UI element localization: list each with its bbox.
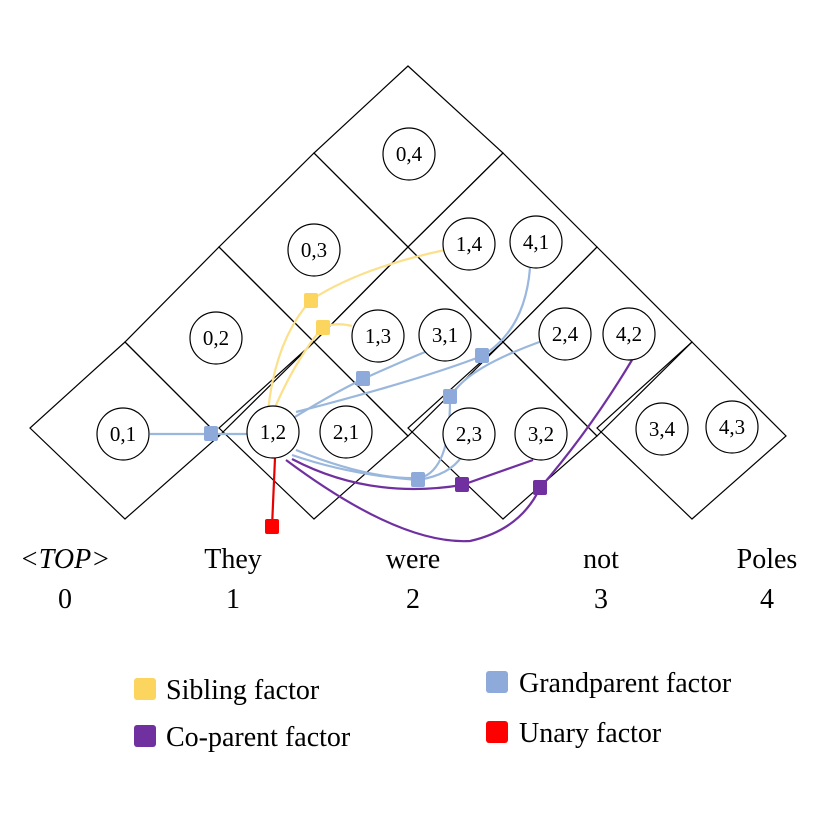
span-node: 0,2 (189, 311, 243, 365)
grandparent-factor-box (475, 348, 489, 363)
span-label: 3,4 (649, 417, 676, 441)
legend: Sibling factor Co-parent factor Grandpar… (134, 668, 732, 753)
grid-cell-2-3 (407, 341, 598, 520)
word-text: were (386, 544, 440, 575)
span-label: 0,2 (203, 326, 229, 350)
unary-factor-box (265, 519, 279, 534)
legend-label: Co-parent factor (166, 722, 351, 753)
span-label: 1,3 (365, 324, 391, 348)
span-node: 4,2 (602, 307, 656, 361)
span-node: 1,2 (246, 405, 300, 459)
legend-item-grandparent: Grandparent factor (486, 668, 732, 699)
sibling-factor-box (316, 320, 330, 335)
grandparent-factor-box (204, 426, 218, 441)
grandparent-edge-12-41 (295, 267, 532, 414)
unary-edge (270, 457, 277, 528)
legend-label: Grandparent factor (519, 668, 732, 699)
word-text: <TOP> (20, 544, 110, 575)
span-label: 2,3 (456, 422, 482, 446)
legend-item-sibling: Sibling factor (134, 675, 320, 706)
span-label: 4,3 (719, 415, 745, 439)
span-label: 3,1 (432, 323, 458, 347)
word-index: 4 (760, 584, 774, 615)
span-node: 0,4 (382, 127, 436, 181)
span-label: 0,3 (301, 238, 327, 262)
grandparent-edge-12-24 (295, 338, 546, 480)
factor-boxes (204, 293, 547, 534)
word-text: not (583, 544, 619, 575)
span-label: 3,2 (528, 422, 554, 446)
chart-grid (29, 65, 787, 520)
legend-item-coparent: Co-parent factor (134, 722, 351, 753)
span-label: 4,1 (523, 230, 549, 254)
word-index: 1 (226, 584, 240, 615)
span-nodes: 0,1 0,2 0,3 0,4 1,2 2,1 1,3 3,1 1,4 4,1 … (96, 127, 759, 461)
sentence: <TOP> 0 They 1 were 2 not 3 Poles 4 (20, 544, 797, 615)
sibling-swatch (134, 678, 156, 700)
grandparent-factor-box (356, 371, 370, 386)
legend-label: Sibling factor (166, 675, 320, 706)
span-node: 1,3 (351, 309, 405, 363)
grandparent-edge-12-23 (291, 453, 463, 482)
span-node: 0,1 (96, 407, 150, 461)
grandparent-factor-box (443, 389, 457, 404)
span-node: 2,1 (319, 405, 373, 459)
span-node: 0,3 (287, 223, 341, 277)
word-text: They (204, 544, 262, 575)
coparent-edge-12-42 (285, 359, 633, 543)
legend-label: Unary factor (519, 718, 662, 749)
grandparent-swatch (486, 671, 508, 693)
grandparent-factor-box (411, 472, 425, 487)
grid-cell-0-4 (313, 65, 504, 248)
sibling-factor-box (304, 293, 318, 308)
word-index: 2 (406, 584, 420, 615)
span-node: 3,1 (418, 308, 472, 362)
span-label: 0,4 (396, 142, 423, 166)
word-index: 0 (58, 584, 72, 615)
factor-edges (150, 248, 633, 543)
span-label: 4,2 (616, 322, 642, 346)
coparent-factor-box (533, 480, 547, 495)
span-node: 2,4 (538, 307, 592, 361)
legend-item-unary: Unary factor (486, 718, 662, 749)
span-label: 2,1 (333, 420, 359, 444)
coparent-edge-12-32 (291, 458, 534, 491)
span-label: 1,2 (260, 420, 286, 444)
span-node: 4,3 (705, 400, 759, 454)
word-index: 3 (594, 584, 608, 615)
span-node: 3,2 (514, 407, 568, 461)
coparent-factor-box (455, 477, 469, 492)
span-node: 1,4 (442, 217, 496, 271)
word-text: Poles (737, 544, 798, 575)
span-node: 4,1 (509, 215, 563, 269)
span-node: 3,4 (635, 402, 689, 456)
span-label: 2,4 (552, 322, 579, 346)
span-label: 0,1 (110, 422, 136, 446)
span-node: 2,3 (442, 407, 496, 461)
coparent-swatch (134, 725, 156, 747)
span-label: 1,4 (456, 232, 483, 256)
grid-cell-3-4 (596, 341, 787, 520)
unary-swatch (486, 721, 508, 743)
